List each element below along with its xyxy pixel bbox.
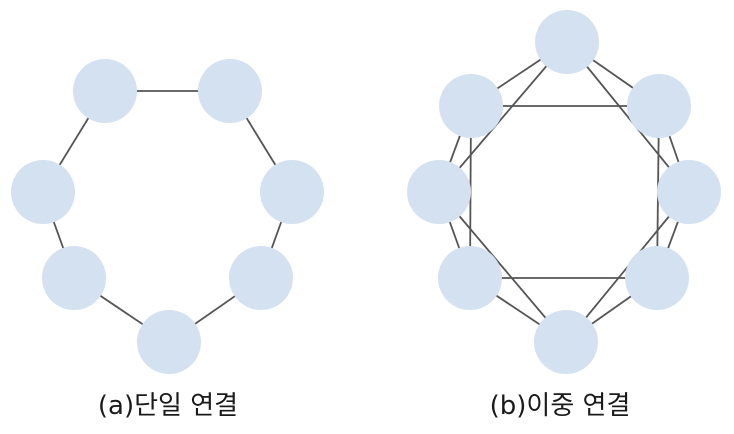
single-node [11,160,75,224]
single-node [42,246,106,310]
single-connection-nodes [11,59,324,374]
single-node [229,246,293,310]
double-node [625,246,689,310]
double-node [535,10,599,74]
single-node [260,160,324,224]
double-edge [438,191,567,343]
double-edge [566,41,690,193]
double-node [439,74,503,138]
double-connection-nodes [407,10,721,374]
single-node [137,310,201,374]
caption-double-connection: (b)이중 연결 [489,391,631,421]
caption-single-connection: (a)단일 연결 [97,391,239,421]
single-node [198,59,262,123]
single-node [73,59,137,123]
double-edge [438,41,568,193]
double-node [627,74,691,138]
double-node [534,310,598,374]
double-node [407,160,471,224]
double-node [438,246,502,310]
double-node [657,160,721,224]
